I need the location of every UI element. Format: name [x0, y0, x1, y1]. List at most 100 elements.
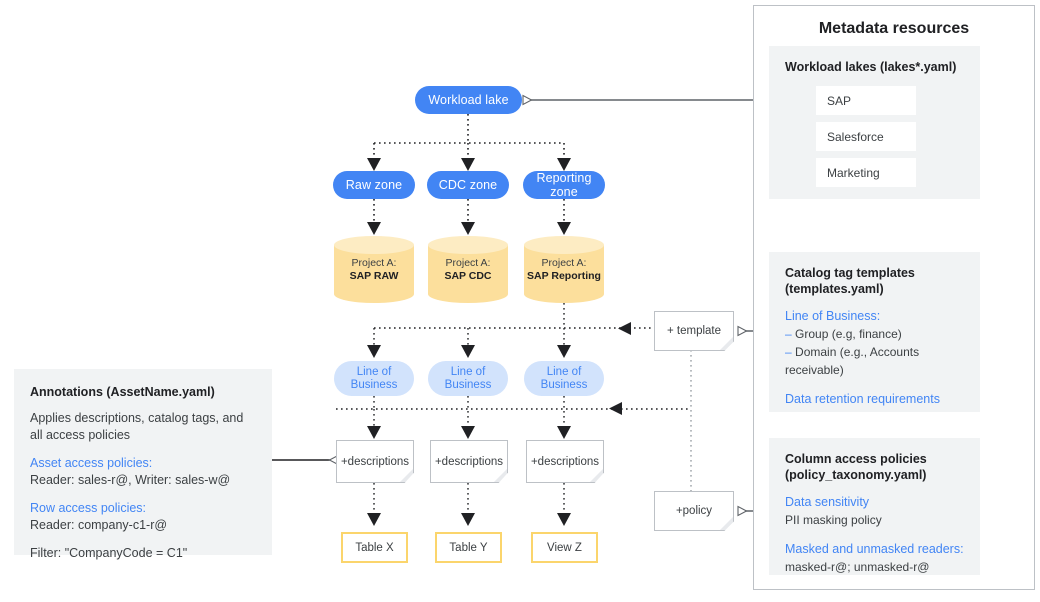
- node-lob-2-label: Line of Business: [444, 365, 492, 391]
- project-line1: Project A:: [541, 256, 587, 269]
- arrowheads-lob: [367, 322, 631, 358]
- node-lob-3-label: Line of Business: [540, 365, 588, 391]
- column-policies-heading-line2: (policy_taxonomy.yaml): [785, 468, 927, 482]
- node-lob-2[interactable]: Line of Business: [428, 361, 508, 396]
- node-cdc-zone-label: CDC zone: [438, 178, 498, 192]
- note-template[interactable]: + template: [654, 311, 734, 351]
- project-line2: SAP Reporting: [527, 269, 601, 282]
- lake-item-sap-label: SAP: [827, 93, 852, 108]
- cylinder-top: [524, 236, 604, 254]
- note-fold-icon: [494, 469, 507, 482]
- arrowheads-descriptions: [367, 402, 622, 439]
- arrowheads-zones: [367, 158, 571, 171]
- lake-item-sap[interactable]: SAP: [816, 86, 916, 115]
- wire-lake-to-zones: [373, 114, 565, 158]
- templates-bullet-2: Domain (e.g., Accounts receivable): [785, 345, 920, 377]
- node-table-y-label: Table Y: [449, 541, 488, 554]
- lake-item-marketing-label: Marketing: [827, 165, 880, 180]
- node-lob-1[interactable]: Line of Business: [334, 361, 414, 396]
- bullet-dash-icon: –: [785, 327, 792, 341]
- note-policy-label: +policy: [675, 505, 713, 517]
- note-fold-icon: [720, 337, 733, 350]
- node-view-z-label: View Z: [547, 541, 582, 554]
- node-raw-zone-label: Raw zone: [345, 178, 403, 192]
- arrowheads-assets: [367, 513, 571, 526]
- data-sensitivity-label: Data sensitivity: [785, 495, 870, 509]
- column-access-policies-card: Column access policies (policy_taxonomy.…: [769, 438, 980, 575]
- column-policies-heading-line1: Column access policies: [785, 452, 927, 466]
- annotations-filter: Filter: "CompanyCode = C1": [30, 546, 188, 560]
- catalog-templates-heading-line1: Catalog tag templates: [785, 266, 915, 280]
- asset-access-policies-label: Asset access policies:: [30, 456, 153, 470]
- node-table-x[interactable]: Table X: [341, 532, 408, 563]
- project-line1: Project A:: [445, 256, 491, 269]
- templates-bullet-1: Group (e.g, finance): [795, 327, 902, 341]
- note-policy[interactable]: +policy: [654, 491, 734, 531]
- row-access-policies-value: Reader: company-c1-r@: [30, 518, 168, 532]
- wire-descriptions-to-assets: [373, 483, 565, 513]
- masked-readers-label: Masked and unmasked readers:: [785, 542, 964, 556]
- lake-item-marketing[interactable]: Marketing: [816, 158, 916, 187]
- row-access-policies-group: Row access policies: Reader: company-c1-…: [30, 500, 256, 534]
- node-project-sap-cdc[interactable]: Project A: SAP CDC: [428, 236, 508, 303]
- masked-readers-value: masked-r@; unmasked-r@: [785, 560, 930, 574]
- node-lob-3[interactable]: Line of Business: [524, 361, 604, 396]
- data-retention-requirements: Data retention requirements: [785, 392, 940, 406]
- templates-bullet-domain: – Domain (e.g., Accounts receivable): [785, 343, 964, 379]
- node-view-z[interactable]: View Z: [531, 532, 598, 563]
- arrowheads-projects: [367, 222, 571, 235]
- annotations-panel: Annotations (AssetName.yaml) Applies des…: [14, 369, 272, 560]
- node-workload-lake[interactable]: Workload lake: [415, 86, 522, 114]
- note-fold-icon: [590, 469, 603, 482]
- data-sensitivity-value: PII masking policy: [785, 513, 882, 527]
- node-cdc-zone[interactable]: CDC zone: [427, 171, 509, 199]
- note-template-label: + template: [666, 325, 722, 337]
- node-raw-zone[interactable]: Raw zone: [333, 171, 415, 199]
- asset-access-policies-group: Asset access policies: Reader: sales-r@,…: [30, 455, 256, 489]
- node-project-sap-raw-label: Project A: SAP RAW: [334, 257, 414, 283]
- note-descriptions-1[interactable]: +descriptions: [336, 440, 414, 483]
- catalog-tag-templates-card: Catalog tag templates (templates.yaml) L…: [769, 252, 980, 412]
- node-workload-lake-label: Workload lake: [428, 93, 509, 107]
- note-descriptions-2-label: +descriptions: [434, 455, 504, 468]
- node-lob-1-label: Line of Business: [350, 365, 398, 391]
- node-table-y[interactable]: Table Y: [435, 532, 502, 563]
- metadata-panel-title: Metadata resources: [818, 20, 970, 37]
- lake-item-salesforce-label: Salesforce: [827, 129, 884, 144]
- note-fold-icon: [720, 517, 733, 530]
- row-access-policies-label: Row access policies:: [30, 501, 147, 515]
- cylinder-top: [428, 236, 508, 254]
- note-descriptions-3-label: +descriptions: [530, 455, 600, 468]
- line-of-business-label: Line of Business:: [785, 309, 881, 323]
- templates-bullet-group: – Group (e.g, finance): [785, 325, 964, 343]
- bullet-dash-icon: –: [785, 345, 792, 359]
- node-project-sap-reporting-label: Project A: SAP Reporting: [524, 257, 604, 283]
- project-line2: SAP CDC: [444, 269, 492, 282]
- catalog-templates-heading: Catalog tag templates (templates.yaml): [785, 265, 964, 297]
- column-policies-heading: Column access policies (policy_taxonomy.…: [785, 451, 964, 483]
- node-reporting-zone[interactable]: Reporting zone: [523, 171, 605, 199]
- wire-lob-to-descriptions: [336, 396, 691, 426]
- annotations-title: Annotations (AssetName.yaml): [30, 385, 215, 399]
- wire-zones-to-projects: [373, 199, 565, 222]
- wire-projects-to-lob: [373, 303, 655, 345]
- workload-lakes-heading: Workload lakes (lakes*.yaml): [785, 60, 957, 74]
- spacer: [785, 379, 964, 390]
- annotations-intro: Applies descriptions, catalog tags, and …: [30, 411, 244, 442]
- asset-access-policies-value: Reader: sales-r@, Writer: sales-w@: [30, 473, 231, 487]
- project-line1: Project A:: [351, 256, 397, 269]
- node-table-x-label: Table X: [355, 541, 394, 554]
- catalog-templates-heading-line2: (templates.yaml): [785, 282, 884, 296]
- node-reporting-zone-label: Reporting zone: [536, 171, 592, 199]
- note-descriptions-1-label: +descriptions: [340, 455, 410, 468]
- note-descriptions-2[interactable]: +descriptions: [430, 440, 508, 483]
- cylinder-top: [334, 236, 414, 254]
- project-line2: SAP RAW: [349, 269, 399, 282]
- lake-item-salesforce[interactable]: Salesforce: [816, 122, 916, 151]
- note-descriptions-3[interactable]: +descriptions: [526, 440, 604, 483]
- node-project-sap-reporting[interactable]: Project A: SAP Reporting: [524, 236, 604, 303]
- node-project-sap-raw[interactable]: Project A: SAP RAW: [334, 236, 414, 303]
- spacer: [785, 529, 964, 540]
- note-fold-icon: [400, 469, 413, 482]
